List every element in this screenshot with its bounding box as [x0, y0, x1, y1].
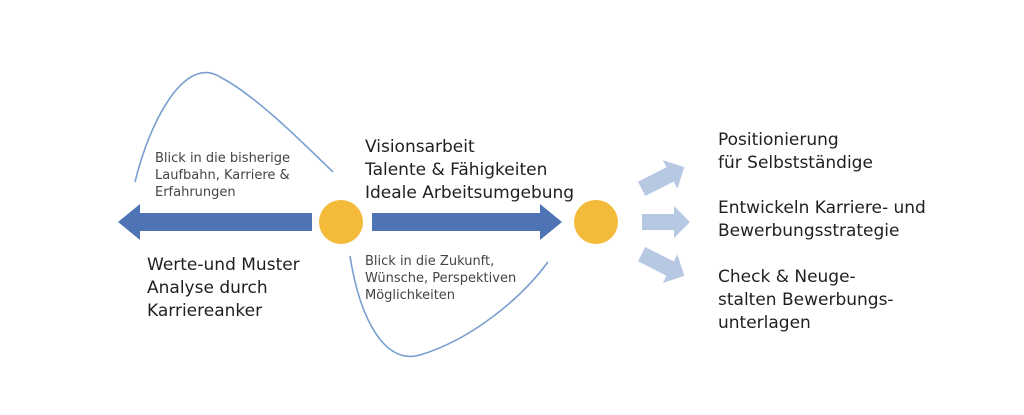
future-note: Blick in die Zukunft, Wünsche, Perspekti… [365, 254, 517, 303]
future-curve [349, 255, 549, 358]
present-circle [319, 200, 363, 244]
outcome-strategy: Entwickeln Karriere- und Bewerbungsstrat… [718, 198, 926, 241]
past-arrow [118, 204, 312, 240]
outcome-arrow-up [637, 160, 685, 197]
outcome-arrow-down [637, 246, 685, 283]
past-note: Blick in die bisherige Laufbahn, Karrier… [155, 151, 291, 200]
outcome-arrow-right [642, 206, 690, 238]
past-label: Werte-und Muster Analyse durch Karrierea… [147, 255, 300, 321]
future-circle [574, 200, 618, 244]
future-title: Visionsarbeit Talente & Fähigkeiten Idea… [365, 137, 575, 203]
outcome-positioning: Positionierung für Selbstständige [718, 130, 873, 173]
future-arrow [372, 204, 562, 240]
outcome-documents: Check & Neuge- stalten Bewerbungs- unter… [718, 267, 894, 333]
past-curve [134, 71, 334, 183]
